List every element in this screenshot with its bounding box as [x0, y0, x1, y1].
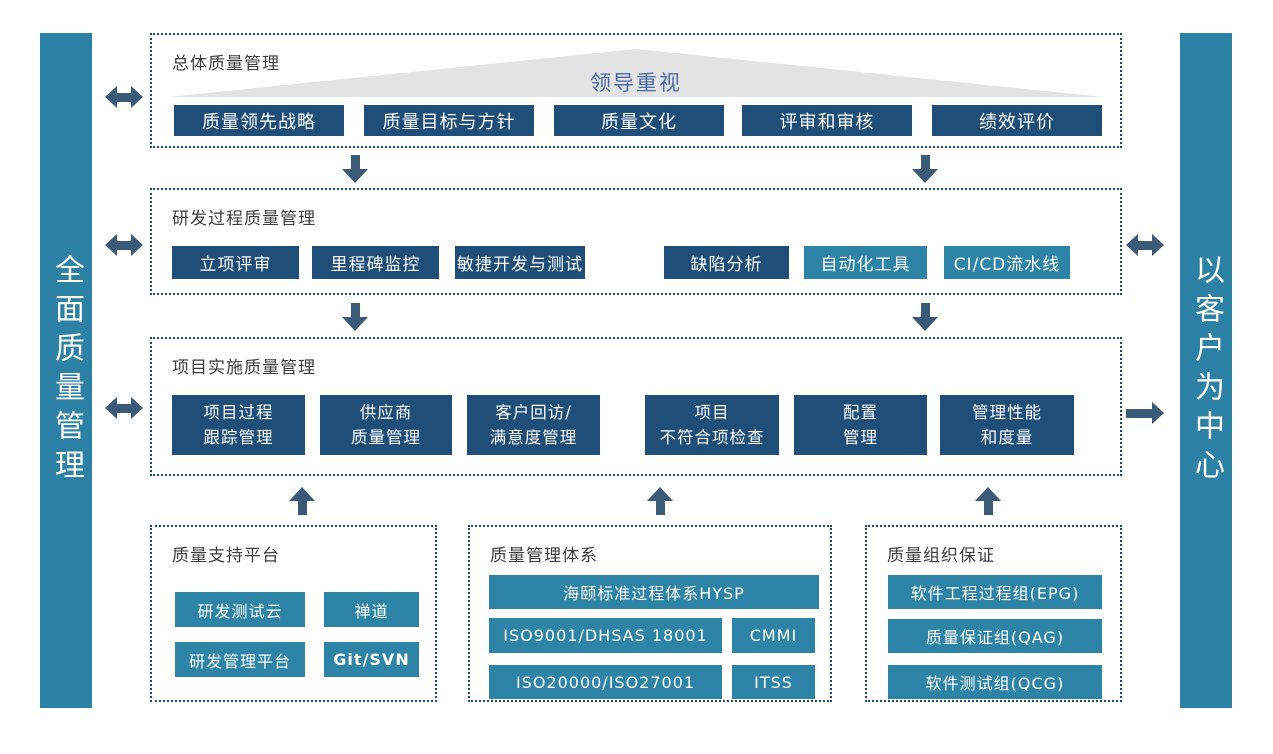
left-banner-total-quality: 全面质量管理 [40, 33, 92, 708]
double-arrow-icon [105, 85, 143, 109]
item-quality-goals-policy: 质量目标与方针 [364, 105, 534, 136]
item-itss: ITSS [732, 665, 815, 699]
leadership-banner-label: 领导重视 [590, 71, 682, 95]
section-quality-support-platform: 质量支持平台 研发测试云 禅道 研发管理平台 Git/SVN [150, 525, 437, 702]
item-cmmi: CMMI [732, 618, 815, 653]
item-performance-evaluation: 绩效评价 [932, 105, 1102, 136]
double-arrow-icon [105, 396, 143, 420]
item-project-approval-review: 立项评审 [172, 246, 299, 279]
item-agile-dev-testing: 敏捷开发与测试 [455, 246, 585, 279]
item-supplier-quality: 供应商 质量管理 [320, 395, 452, 455]
item-zentao: 禅道 [324, 592, 419, 627]
item-defect-analysis: 缺陷分析 [664, 246, 789, 279]
item-rd-management-platform: 研发管理平台 [175, 642, 305, 677]
section-title-platform: 质量支持平台 [172, 546, 280, 566]
section-title-organization: 质量组织保证 [887, 546, 995, 566]
double-arrow-icon [105, 233, 143, 257]
section-quality-organization: 质量组织保证 软件工程过程组(EPG) 质量保证组(QAG) 软件测试组(QCG… [865, 525, 1122, 702]
right-arrow-icon [1126, 401, 1164, 425]
item-customer-visit-satisfaction: 客户回访/ 满意度管理 [467, 395, 600, 455]
down-arrow-icon [342, 303, 368, 331]
right-banner-label: 以客户为中心 [1189, 253, 1224, 488]
item-nonconformance-check: 项目 不符合项检查 [645, 395, 779, 455]
section-quality-management-system: 质量管理体系 海颐标准过程体系HYSP ISO9001/DHSAS 18001 … [468, 525, 832, 702]
item-performance-measurement: 管理性能 和度量 [940, 395, 1074, 455]
item-project-process-tracking: 项目过程 跟踪管理 [172, 395, 305, 455]
section-rd-process-quality: 研发过程质量管理 立项评审 里程碑监控 敏捷开发与测试 缺陷分析 自动化工具 C… [150, 188, 1122, 295]
down-arrow-icon [912, 303, 938, 331]
section-project-impl-quality: 项目实施质量管理 项目过程 跟踪管理 供应商 质量管理 客户回访/ 满意度管理 … [150, 337, 1122, 476]
item-cicd-pipeline: CI/CD流水线 [944, 246, 1070, 279]
section-title-system: 质量管理体系 [490, 546, 598, 566]
item-milestone-monitoring: 里程碑监控 [312, 246, 439, 279]
item-git-svn: Git/SVN [324, 642, 419, 677]
left-banner-label: 全面质量管理 [49, 253, 84, 488]
section-title-rd: 研发过程质量管理 [172, 209, 316, 229]
up-arrow-icon [975, 487, 1001, 515]
item-iso20000-iso27001: ISO20000/ISO27001 [489, 665, 722, 699]
item-epg-group: 软件工程过程组(EPG) [888, 575, 1102, 609]
section-title-overall: 总体质量管理 [172, 54, 280, 74]
up-arrow-icon [289, 487, 315, 515]
item-qcg-group: 软件测试组(QCG) [888, 665, 1102, 699]
down-arrow-icon [342, 155, 368, 183]
right-banner-customer-centric: 以客户为中心 [1180, 33, 1232, 708]
item-hysp-standard-process: 海颐标准过程体系HYSP [489, 575, 819, 609]
item-quality-culture: 质量文化 [554, 105, 724, 136]
item-rd-test-cloud: 研发测试云 [175, 592, 305, 627]
item-iso9001-dhsas18001: ISO9001/DHSAS 18001 [489, 618, 722, 653]
section-overall-quality: 领导重视 总体质量管理 质量领先战略 质量目标与方针 质量文化 评审和审核 绩效… [150, 33, 1122, 148]
down-arrow-icon [912, 155, 938, 183]
item-review-audit: 评审和审核 [742, 105, 912, 136]
item-automation-tools: 自动化工具 [804, 246, 927, 279]
item-quality-leading-strategy: 质量领先战略 [174, 105, 344, 136]
double-arrow-icon [1126, 233, 1164, 257]
item-configuration-management: 配置 管理 [794, 395, 927, 455]
section-title-project: 项目实施质量管理 [172, 358, 316, 378]
item-qag-group: 质量保证组(QAG) [888, 619, 1102, 653]
up-arrow-icon [647, 487, 673, 515]
